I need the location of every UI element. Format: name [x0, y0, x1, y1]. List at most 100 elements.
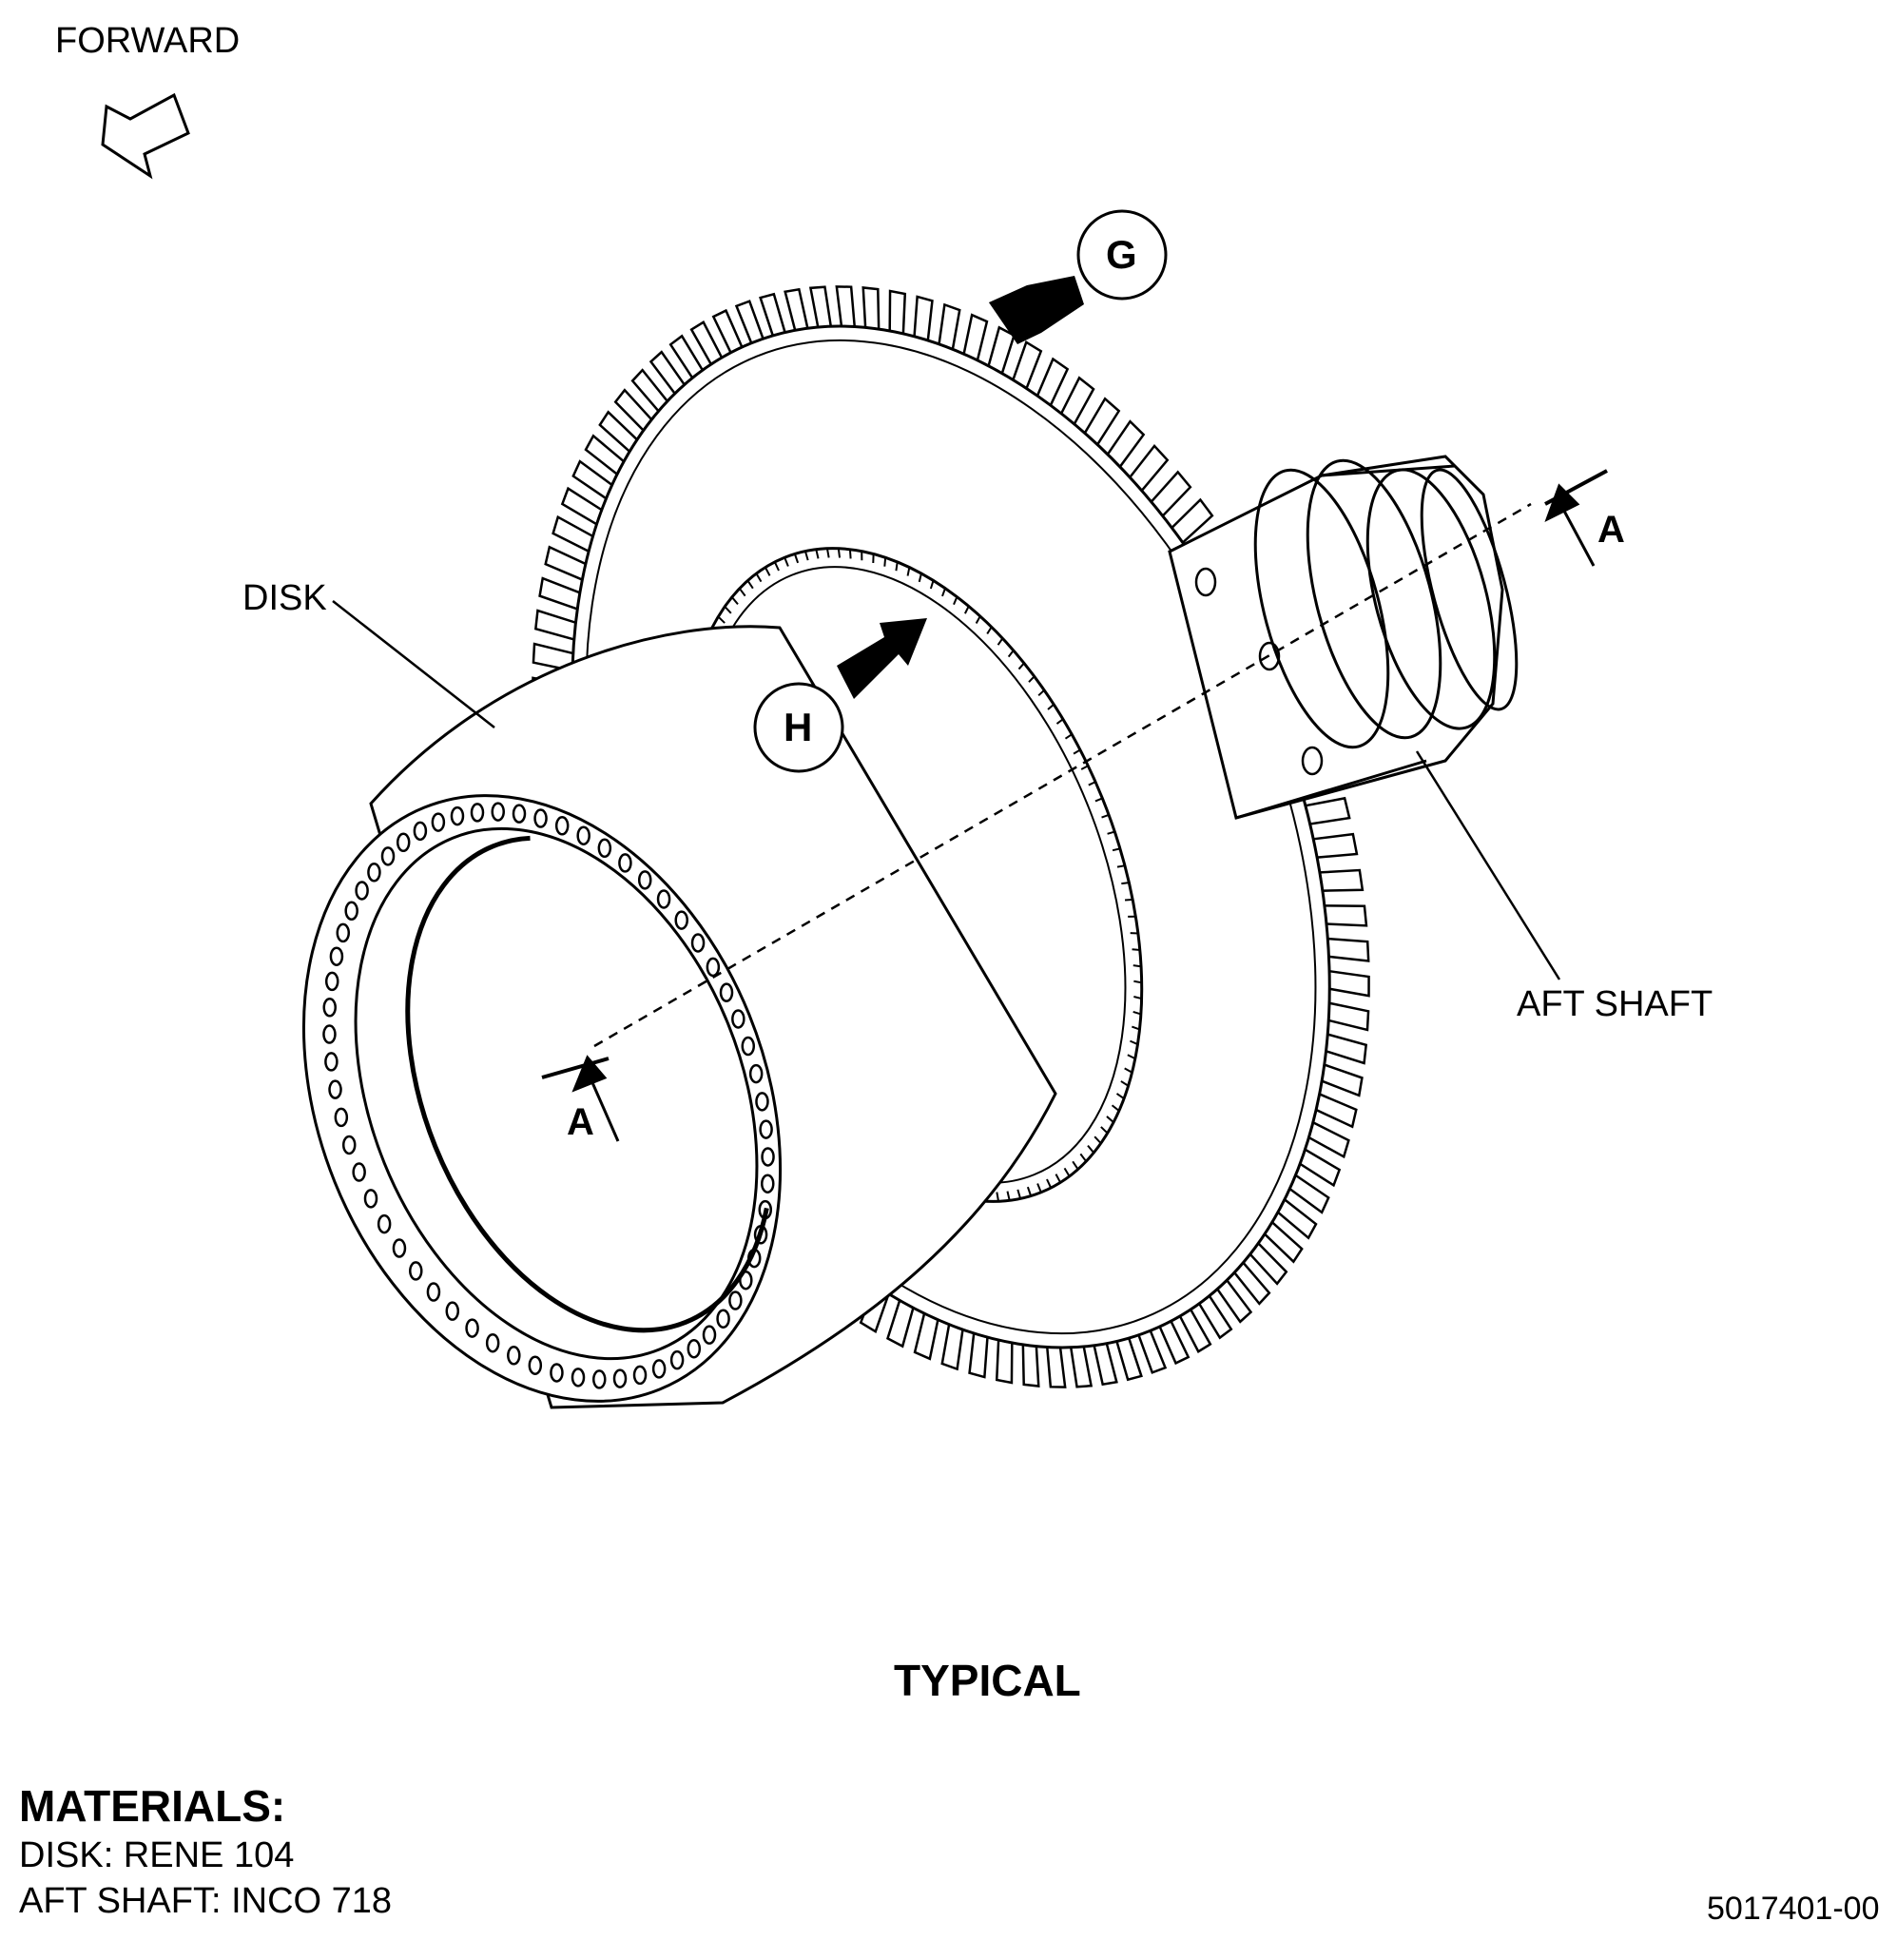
- bore-ring-tooth: [953, 596, 958, 606]
- bore-ring-tooth: [1055, 1174, 1061, 1183]
- disk-blade-slot: [835, 285, 857, 328]
- bore-ring-tooth: [1116, 864, 1127, 868]
- flange-bolt-hole: [413, 821, 428, 842]
- flange-bolt-hole: [392, 1238, 407, 1258]
- bore-ring-tooth: [1132, 948, 1141, 952]
- materials-heading: MATERIALS:: [19, 1781, 286, 1831]
- disk-blade-slot: [1318, 868, 1365, 892]
- flange-bolt-hole: [328, 1079, 342, 1099]
- disk-blade-slot: [940, 1322, 964, 1371]
- bore-ring-tooth: [1080, 764, 1090, 770]
- flange-bolt-hole: [597, 838, 612, 859]
- bore-ring-tooth: [1055, 717, 1065, 725]
- flange-bolt-hole: [465, 1318, 479, 1338]
- bore-ring-tooth: [815, 550, 820, 559]
- flange-bolt-hole: [355, 881, 369, 901]
- flange-bolt-hole: [761, 1174, 775, 1193]
- materials-disk: DISK: RENE 104: [19, 1835, 295, 1875]
- bore-ring-tooth: [963, 605, 970, 614]
- bore-ring-tooth: [848, 550, 852, 559]
- bore-ring-tooth: [1016, 1189, 1021, 1198]
- flange-bolt-hole: [322, 1024, 337, 1044]
- bore-ring-tooth: [755, 573, 763, 583]
- bore-ring-tooth: [1094, 1135, 1102, 1144]
- flange-bolt-hole: [528, 1355, 543, 1375]
- flange-bolt-hole: [329, 946, 344, 966]
- bore-ring-tooth: [784, 557, 789, 567]
- disk-blade-slot: [538, 576, 582, 611]
- disk-blade-slot: [533, 609, 577, 641]
- flange-bolt-hole: [656, 889, 671, 909]
- bore-ring-tooth: [895, 562, 899, 572]
- aft-shaft: [1168, 455, 1519, 820]
- flange-bolt-hole: [728, 1290, 743, 1310]
- flange-bolt-hole: [753, 1225, 768, 1245]
- bore-ring-tooth: [794, 554, 800, 564]
- view-g-callout: [1076, 209, 1168, 301]
- flange-bolt-hole: [618, 853, 632, 873]
- disk-blade-slot: [861, 286, 881, 331]
- bore-ring-tooth: [1120, 1080, 1130, 1087]
- bore-ring-tooth: [765, 567, 771, 576]
- disk-blade-slot: [1021, 1343, 1040, 1388]
- flange-bolt-hole: [637, 870, 652, 890]
- flange-bolt-hole: [669, 1349, 685, 1370]
- disk-blade-slot: [1323, 904, 1368, 927]
- bore-ring-tooth: [1101, 813, 1111, 819]
- bore-ring-tooth: [1026, 1186, 1032, 1195]
- bore-ring-tooth: [746, 580, 754, 590]
- forward-arrow-icon: [101, 92, 190, 180]
- flange-bolt-hole: [426, 1282, 441, 1302]
- forward-label: FORWARD: [55, 21, 241, 61]
- flange-bolt-hole: [687, 1338, 702, 1359]
- bore-ring-tooth: [1112, 847, 1122, 852]
- bore-ring-tooth: [1100, 1126, 1109, 1134]
- disk-blade-slot: [552, 514, 595, 553]
- flange-bolt-hole: [674, 910, 688, 930]
- flange-bolt-hole: [746, 1248, 762, 1269]
- disk-blade-slot: [968, 1331, 989, 1379]
- flange-bolt-hole: [592, 1369, 607, 1389]
- flange-bolt-hole: [550, 1363, 564, 1383]
- aft-shaft-holes: [1194, 567, 1324, 776]
- bore-ring-tooth: [1017, 662, 1026, 670]
- disk-blade-slot: [1045, 1346, 1067, 1388]
- flange-bolt-hole: [491, 802, 505, 822]
- bore-ring-tooth: [1124, 898, 1134, 902]
- bore-ring-tooth: [1127, 1054, 1136, 1060]
- disk-blade-slot: [888, 289, 907, 336]
- bore-ring-tooth: [1006, 1191, 1011, 1200]
- bore-ring-tooth: [1130, 1039, 1139, 1046]
- bore-ring-tooth: [826, 549, 830, 558]
- section-a-top-marker: [1544, 469, 1608, 567]
- flange-bolt-hole: [739, 1270, 753, 1290]
- disk-blade-slot: [784, 287, 809, 332]
- flange-bolt-hole: [761, 1147, 775, 1167]
- disk-blade-slot: [1304, 796, 1351, 825]
- flange-bolt-hole: [367, 863, 381, 883]
- bore-ring-tooth: [1087, 1145, 1094, 1154]
- materials-aft-shaft: AFT SHAFT: INCO 718: [19, 1881, 393, 1921]
- flange-bolt-hole: [702, 1325, 717, 1345]
- bore-ring-tooth: [1132, 1025, 1141, 1031]
- flange-bolt-hole: [445, 1301, 460, 1321]
- flange-bolt-hole: [470, 803, 485, 823]
- flange-bolt-hole: [741, 1036, 756, 1057]
- bore-ring-tooth: [941, 588, 947, 597]
- disk-blade-slot: [1325, 1033, 1368, 1065]
- flange-bolt-hole: [612, 1368, 628, 1388]
- flange-bolt-hole: [632, 1365, 648, 1386]
- disk-blade-slot: [995, 1338, 1014, 1385]
- bore-ring-tooth: [1063, 1167, 1071, 1176]
- bore-ring-tooth: [975, 615, 981, 624]
- bore-ring-tooth: [997, 637, 1004, 646]
- bore-ring-tooth: [1088, 780, 1097, 786]
- bore-ring-tooth: [996, 1192, 999, 1201]
- flange-bolt-hole: [748, 1063, 764, 1084]
- figure-number: 5017401-00: [1707, 1891, 1880, 1927]
- bore-ring-tooth: [717, 616, 726, 624]
- flange-bolt-hole: [706, 957, 721, 978]
- bore-ring-tooth: [837, 549, 842, 558]
- disk-blade-slot: [1326, 937, 1370, 962]
